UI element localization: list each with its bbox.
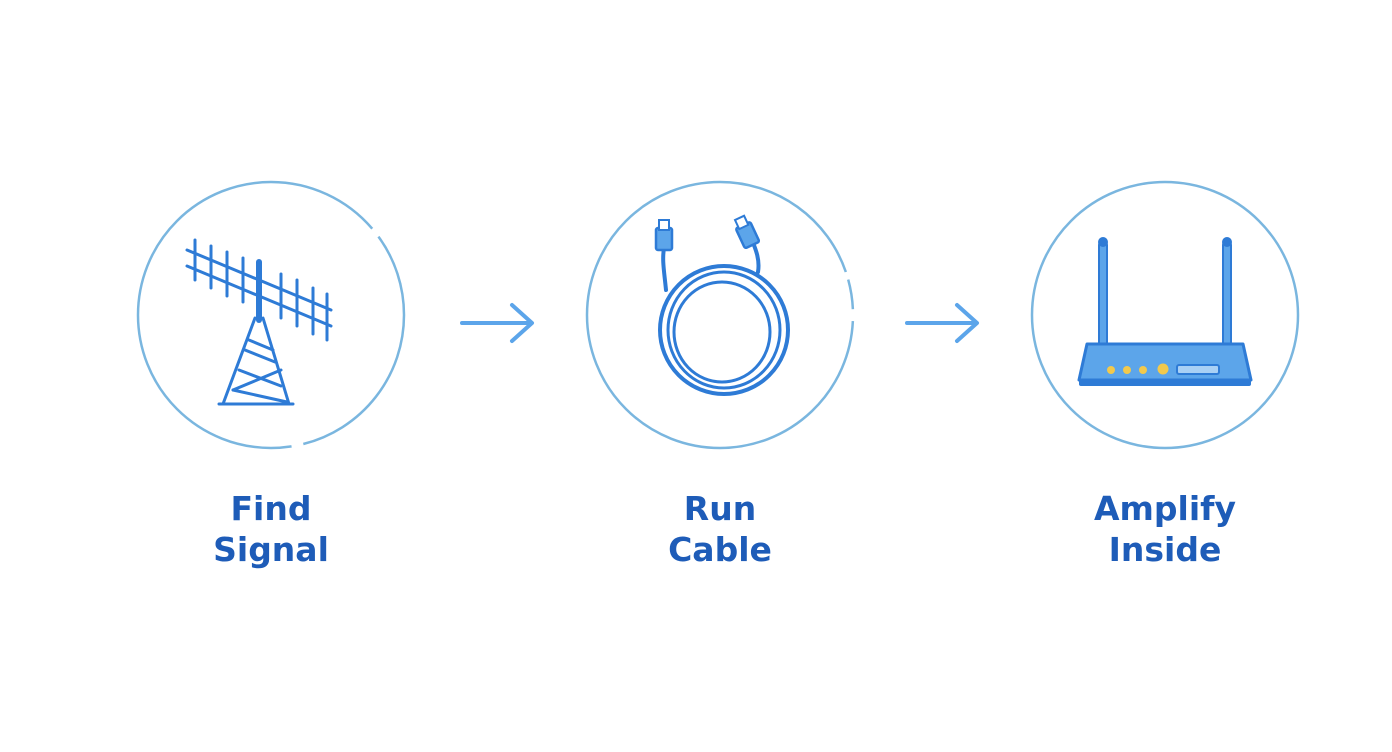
step-label: Find Signal — [135, 488, 407, 570]
router-icon — [1077, 237, 1253, 386]
step-label-line-1: Amplify — [1093, 489, 1237, 528]
step-label: Amplify Inside — [1029, 488, 1301, 570]
step-label-line-2: Cable — [668, 530, 772, 569]
step-label-line-2: Inside — [1108, 530, 1222, 569]
step-label-line-1: Find — [230, 489, 312, 528]
arrow-right-icon — [458, 300, 538, 346]
step-amplify-inside: Amplify Inside — [1029, 180, 1301, 580]
step-ring — [584, 180, 856, 450]
antenna-tower-icon — [185, 238, 333, 406]
step-run-cable: Run Cable — [584, 180, 856, 580]
arrow-right-icon — [903, 300, 983, 346]
coiled-cable-icon — [654, 214, 790, 396]
step-ring — [135, 180, 407, 450]
step-label: Run Cable — [584, 488, 856, 570]
step-ring — [1029, 180, 1301, 450]
step-label-line-1: Run — [683, 489, 757, 528]
step-label-line-2: Signal — [213, 530, 329, 569]
step-find-signal: Find Signal — [135, 180, 407, 580]
